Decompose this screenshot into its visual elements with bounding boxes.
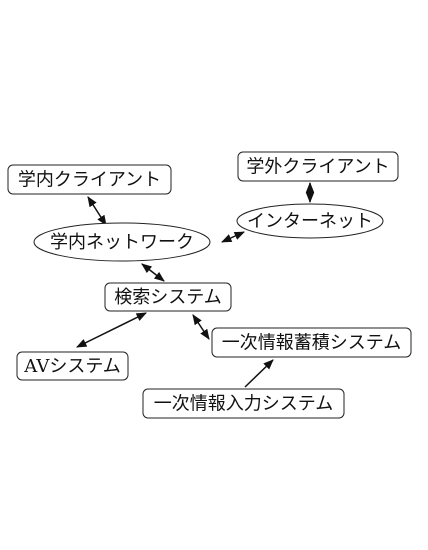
node-internet: インターネット [236,203,384,239]
edge-primary-input-system-to-primary-storage-system [244,359,274,388]
edge-campus-network-to-search-system [141,263,165,282]
node-label: 一次情報入力システム [154,394,333,415]
node-primary-storage-system: 一次情報蓄積システム [211,327,412,358]
node-box [104,282,232,312]
node-box [16,351,129,381]
node-label: 検索システム [114,287,221,308]
node-campus-client: 学内クライアント [7,164,172,195]
edge-search-system-to-primary-storage-system [192,314,210,340]
node-box [211,327,412,358]
node-campus-network: 学内ネットワーク [33,222,211,262]
node-label: AVシステム [23,356,121,377]
node-av-system: AVシステム [16,351,129,381]
edge-search-system-to-av-system [76,312,147,348]
node-label: 学内ネットワーク [50,232,194,253]
edge-campus-network-to-internet [221,231,245,243]
node-ellipse [236,203,384,239]
node-label: 一次情報蓄積システム [222,333,401,354]
node-label: 学外クライアント [246,157,389,178]
node-external-client: 学外クライアント [237,151,399,182]
node-search-system: 検索システム [104,282,232,312]
edges-layer [76,181,315,388]
node-ellipse [33,222,211,262]
node-box [7,164,172,195]
node-primary-input-system: 一次情報入力システム [142,388,345,419]
node-label: 学内クライアント [18,170,161,191]
node-label: インターネット [247,211,373,232]
edge-campus-client-to-campus-network [87,196,107,226]
node-box [237,151,399,182]
node-box [142,388,345,419]
